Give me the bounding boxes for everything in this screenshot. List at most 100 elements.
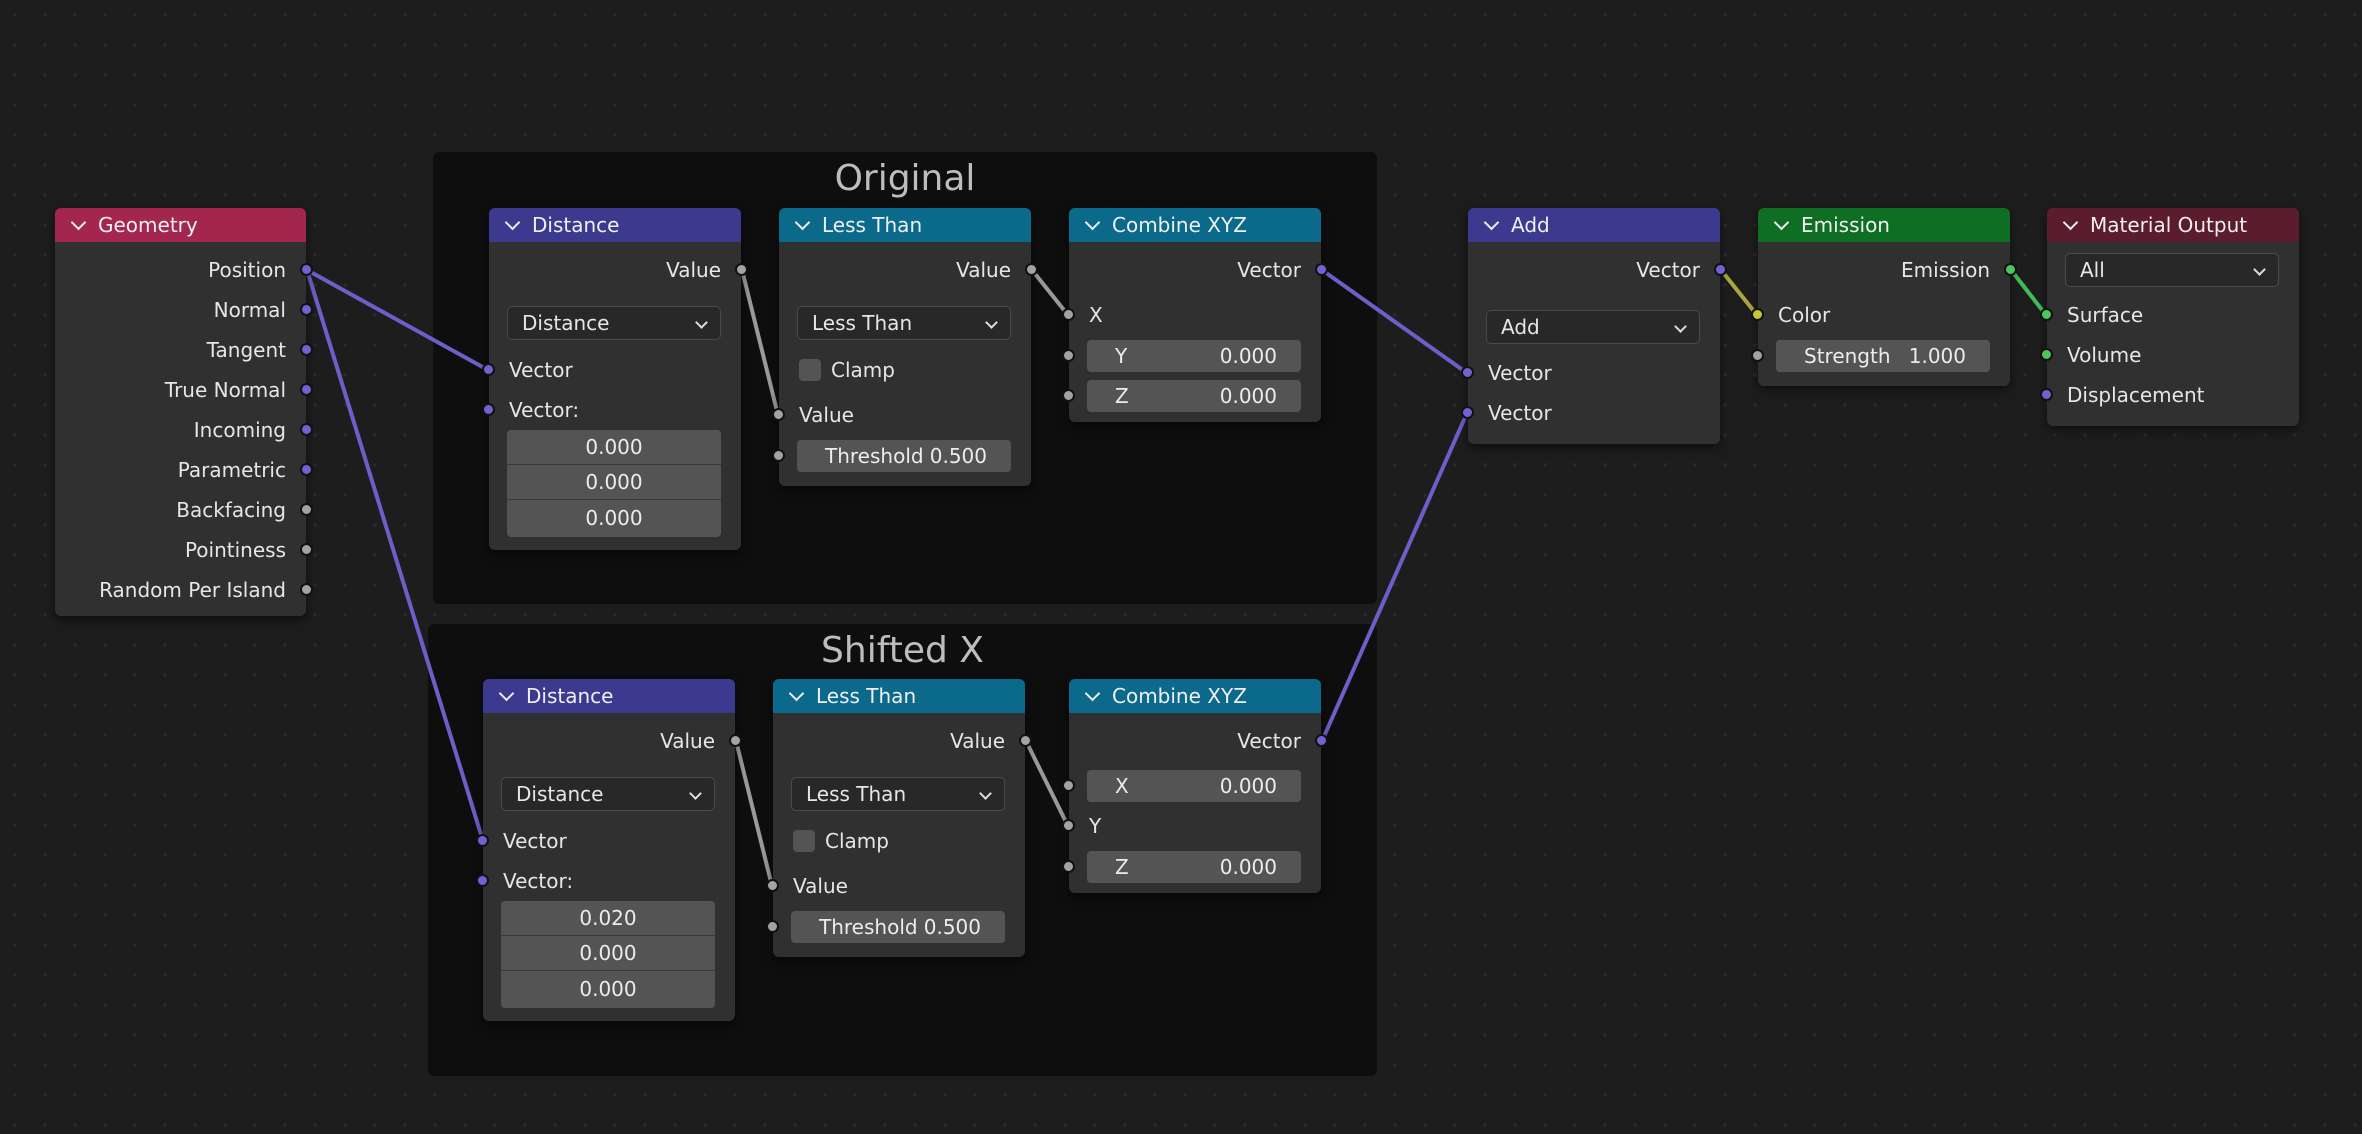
material-output-header[interactable]: Material Output <box>2047 208 2299 242</box>
socket-threshold-in[interactable] <box>766 920 779 933</box>
socket-threshold-in[interactable] <box>772 449 785 462</box>
socket-random-per-island[interactable] <box>300 583 313 596</box>
chevron-down-icon[interactable] <box>1483 214 1500 231</box>
vector-x-field[interactable]: 0.020 <box>501 901 715 936</box>
socket-vector1-in[interactable] <box>1461 366 1474 379</box>
shifted-combine-xyz-header[interactable]: Combine XYZ <box>1069 679 1321 713</box>
socket-vector-in[interactable] <box>476 834 489 847</box>
socket-y-in[interactable] <box>1062 819 1075 832</box>
shifted-distance-vector-fields[interactable]: 0.020 0.000 0.000 <box>501 901 715 1008</box>
chevron-down-icon[interactable] <box>794 214 811 231</box>
socket-value-out[interactable] <box>735 263 748 276</box>
socket-vector-out[interactable] <box>1714 263 1727 276</box>
socket-vector-out[interactable] <box>1315 734 1328 747</box>
socket-value-out[interactable] <box>729 734 742 747</box>
socket-y-in[interactable] <box>1062 349 1075 362</box>
socket-surface-in[interactable] <box>2040 308 2053 321</box>
add-node[interactable]: Add Vector Add Vector Vector <box>1461 208 1727 444</box>
shifted-less-than-title: Less Than <box>816 684 917 708</box>
socket-vector2-in[interactable] <box>482 403 495 416</box>
link-combine1-add <box>1320 268 1469 375</box>
chevron-down-icon[interactable] <box>2062 214 2079 231</box>
socket-value-out[interactable] <box>1025 263 1038 276</box>
shifted-distance-title: Distance <box>526 684 614 708</box>
shifted-less-than-header[interactable]: Less Than <box>773 679 1025 713</box>
socket-pointiness[interactable] <box>300 543 313 556</box>
shifted-distance-header[interactable]: Distance <box>483 679 735 713</box>
socket-normal[interactable] <box>300 303 313 316</box>
chevron-down-icon[interactable] <box>504 214 521 231</box>
socket-value-in[interactable] <box>766 879 779 892</box>
socket-vector2-in[interactable] <box>1461 406 1474 419</box>
socket-x-in[interactable] <box>1062 779 1075 792</box>
geometry-node-header[interactable]: Geometry <box>55 208 306 242</box>
socket-vector-out[interactable] <box>1315 263 1328 276</box>
vector-z-field[interactable]: 0.000 <box>585 505 643 530</box>
vector-y-field[interactable]: 0.000 <box>501 936 715 971</box>
original-distance-header[interactable]: Distance <box>489 208 741 242</box>
socket-volume-in[interactable] <box>2040 348 2053 361</box>
add-node-header[interactable]: Add <box>1468 208 1720 242</box>
link-add-emission <box>1719 268 1759 317</box>
vector-x-field[interactable]: 0.000 <box>507 430 721 465</box>
socket-z-in[interactable] <box>1062 389 1075 402</box>
socket-z-in[interactable] <box>1062 860 1075 873</box>
socket-parametric[interactable] <box>300 463 313 476</box>
shifted-distance-node[interactable]: Distance Value Distance Vector Vector: 0… <box>476 679 742 1021</box>
vector-z-field[interactable]: 0.000 <box>579 976 637 1001</box>
shifted-combine-xyz-title: Combine XYZ <box>1112 684 1247 708</box>
socket-vector-in[interactable] <box>482 363 495 376</box>
link-position-distance2 <box>305 268 485 843</box>
socket-incoming[interactable] <box>300 423 313 436</box>
socket-true-normal[interactable] <box>300 383 313 396</box>
geometry-node[interactable]: Geometry Position Normal Tangent True No… <box>55 208 313 616</box>
material-output-target-dropdown[interactable]: All <box>2065 253 2279 287</box>
shifted-clamp-checkbox-row[interactable]: Clamp <box>773 825 1025 857</box>
chevron-down-icon[interactable] <box>498 685 515 702</box>
socket-emission-out[interactable] <box>2004 263 2017 276</box>
original-combine-xyz-header[interactable]: Combine XYZ <box>1069 208 1321 242</box>
socket-displacement-in[interactable] <box>2040 388 2053 401</box>
shifted-less-than-node[interactable]: Less Than Value Less Than Clamp Value Th… <box>766 679 1032 957</box>
socket-strength-in[interactable] <box>1751 349 1764 362</box>
shifted-distance-mode-dropdown[interactable]: Distance <box>501 777 715 811</box>
chevron-down-icon[interactable] <box>70 214 87 231</box>
socket-color-in[interactable] <box>1751 308 1764 321</box>
original-distance-mode-dropdown[interactable]: Distance <box>507 306 721 340</box>
add-mode-dropdown[interactable]: Add <box>1486 310 1700 344</box>
socket-tangent[interactable] <box>300 343 313 356</box>
socket-value-out[interactable] <box>1019 734 1032 747</box>
original-less-than-header[interactable]: Less Than <box>779 208 1031 242</box>
emission-node-header[interactable]: Emission <box>1758 208 2010 242</box>
chevron-down-icon[interactable] <box>788 685 805 702</box>
chevron-down-icon[interactable] <box>1084 685 1101 702</box>
material-output-input-surface: Surface <box>2040 299 2299 331</box>
shifted-less-than-mode-dropdown[interactable]: Less Than <box>791 777 1005 811</box>
original-distance-node[interactable]: Distance Value Distance Vector Vector: 0… <box>482 208 748 550</box>
material-output-node[interactable]: Material Output All Surface Volume Displ… <box>2040 208 2299 426</box>
original-clamp-checkbox-row[interactable]: Clamp <box>779 354 1031 386</box>
chevron-down-icon[interactable] <box>1773 214 1790 231</box>
socket-value-in[interactable] <box>772 408 785 421</box>
socket-x-in[interactable] <box>1062 308 1075 321</box>
socket-position[interactable] <box>300 263 313 276</box>
chevron-down-icon[interactable] <box>1084 214 1101 231</box>
socket-backfacing[interactable] <box>300 503 313 516</box>
clamp-checkbox[interactable] <box>793 830 815 852</box>
original-distance-vector-fields[interactable]: 0.000 0.000 0.000 <box>507 430 721 537</box>
original-less-than-node[interactable]: Less Than Value Less Than Clamp Value Th… <box>772 208 1038 486</box>
original-less-than-mode-dropdown[interactable]: Less Than <box>797 306 1011 340</box>
vector-y-field[interactable]: 0.000 <box>507 465 721 500</box>
clamp-checkbox[interactable] <box>799 359 821 381</box>
socket-vector2-in[interactable] <box>476 874 489 887</box>
